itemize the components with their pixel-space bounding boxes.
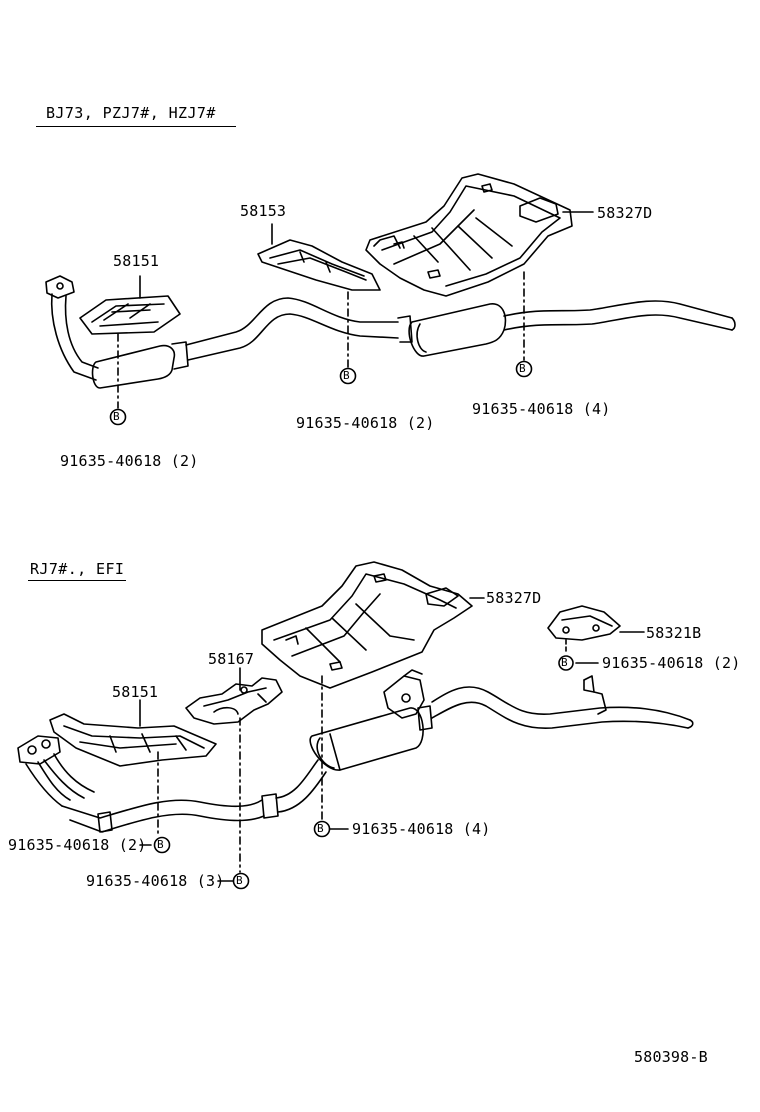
section1-variant-label: BJ73, PZJ7#, HZJ7#: [46, 104, 216, 122]
section2-heat-insulator-58151: [49, 713, 217, 767]
callout-58327d: 58327D: [597, 204, 653, 222]
callout-58167: 58167: [208, 650, 255, 668]
callout-58321b: 58321B: [646, 624, 702, 642]
bolt-symbol-letter: B: [561, 656, 568, 669]
callout-bolt-c: 91635-40618 (4): [352, 820, 491, 838]
callout-bolt-mid: 91635-40618 (2): [296, 414, 435, 432]
section2-bolt-symbols: [153, 655, 574, 890]
section2-heat-insulator-58167: [185, 677, 283, 725]
section2-exhaust-pipe: [17, 669, 694, 833]
bolt-symbol-letter: B: [343, 369, 350, 382]
section1-bolt-symbols: [109, 360, 533, 426]
bolt-symbol-letter: B: [317, 822, 324, 835]
section1-leader-lines: [117, 211, 594, 409]
callout-58151: 58151: [113, 252, 160, 270]
callout-58151-b: 58151: [112, 683, 159, 701]
bolt-symbol-letter: B: [236, 874, 243, 887]
callout-bolt-b: 91635-40618 (3): [86, 872, 225, 890]
callout-bolt-left: 91635-40618 (2): [60, 452, 199, 470]
callout-bolt-a: 91635-40618 (2): [8, 836, 147, 854]
section2-leader-lines: [139, 597, 645, 882]
bolt-symbol-letter: B: [157, 838, 164, 851]
figure-code: 580398-B: [634, 1048, 708, 1066]
section1-heat-insulator-58327d: [365, 173, 573, 297]
section2-heat-insulator-58321b: [547, 605, 621, 641]
section1-variant-underline: [36, 126, 236, 127]
section1-heat-insulator-58151: [79, 295, 181, 335]
callout-bolt-right: 91635-40618 (4): [472, 400, 611, 418]
callout-58327d-b: 58327D: [486, 589, 542, 607]
section2-variant-label: RJ7#., EFI: [30, 560, 125, 578]
bolt-symbol-letter: B: [113, 410, 120, 423]
section1-heat-insulator-58153: [257, 239, 381, 291]
section2-variant-underline: [28, 580, 126, 581]
callout-bolt-d: 91635-40618 (2): [602, 654, 741, 672]
bolt-symbol-letter: B: [519, 362, 526, 375]
section2-heat-insulator-58327d: [261, 561, 473, 689]
callout-58153: 58153: [240, 202, 287, 220]
section1-exhaust-pipe: [45, 275, 736, 389]
